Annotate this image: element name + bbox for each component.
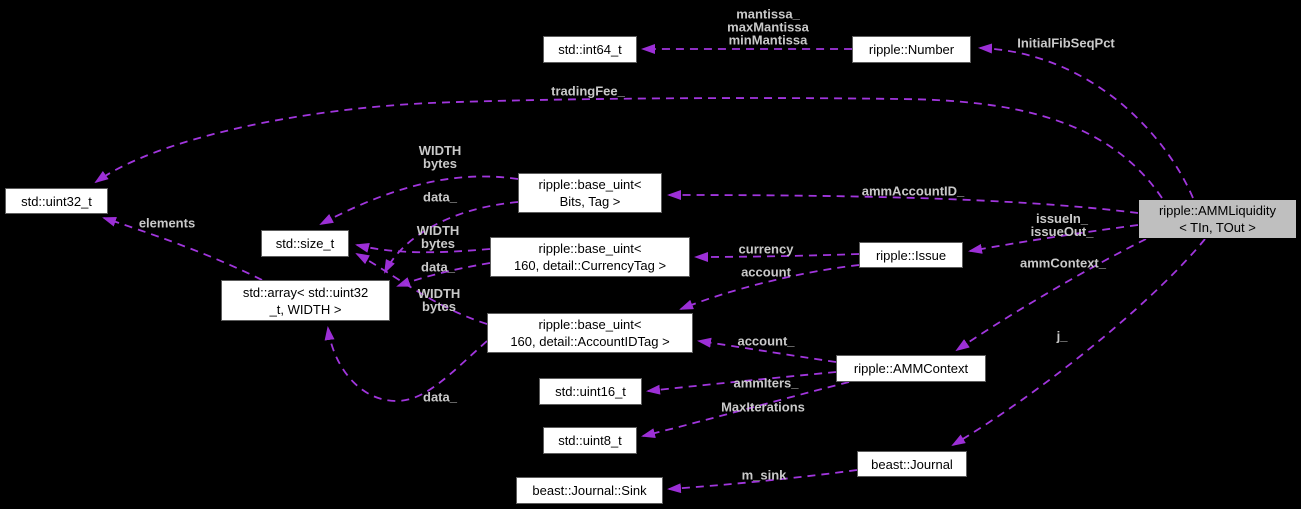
edge-bits-data: [384, 201, 519, 274]
node-base-uint-currency-tag[interactable]: ripple::base_uint< 160, detail::Currency…: [490, 237, 690, 277]
edge-currency-data: [396, 262, 491, 287]
edge-m-sink: [667, 469, 858, 494]
edge-ammiters: [646, 371, 837, 395]
edge-currency-width-bytes: [355, 242, 491, 254]
edge-initialfibseqpct: [978, 43, 1194, 199]
edge-issuein-issueout: [968, 224, 1139, 254]
node-ripple-number[interactable]: ripple::Number: [852, 36, 971, 63]
node-std-int64-t[interactable]: std::int64_t: [543, 36, 637, 63]
node-std-array[interactable]: std::array< std::uint32 _t, WIDTH >: [221, 280, 390, 321]
edge-accountid-width-bytes: [355, 253, 488, 325]
node-std-uint32-t[interactable]: std::uint32_t: [5, 188, 108, 214]
edge-ammaccountid: [667, 190, 1139, 214]
edge-currency: [694, 251, 860, 262]
edge-j: [951, 238, 1206, 447]
node-std-uint16-t[interactable]: std::uint16_t: [539, 378, 642, 405]
node-std-size-t[interactable]: std::size_t: [261, 230, 349, 257]
node-beast-journal[interactable]: beast::Journal: [857, 451, 967, 477]
edge-maxiterations: [641, 381, 850, 438]
edge-bits-width-bytes: [319, 175, 519, 225]
node-base-uint-accountid-tag[interactable]: ripple::base_uint< 160, detail::AccountI…: [487, 313, 693, 353]
edge-ammcontext: [955, 238, 1147, 352]
node-std-uint8-t[interactable]: std::uint8_t: [543, 427, 637, 454]
node-beast-journal-sink[interactable]: beast::Journal::Sink: [516, 477, 663, 504]
node-ripple-issue[interactable]: ripple::Issue: [859, 242, 963, 268]
edge-accountid-data: [324, 326, 488, 402]
edge-account: [679, 264, 860, 310]
node-base-uint-bits-tag[interactable]: ripple::base_uint< Bits, Tag >: [518, 173, 662, 213]
node-ripple-ammliquidity[interactable]: ripple::AMMLiquidity < TIn, TOut >: [1138, 199, 1297, 239]
node-ripple-ammcontext[interactable]: ripple::AMMContext: [836, 355, 986, 382]
edge-account-member: [697, 337, 837, 363]
edge-elements: [102, 217, 263, 281]
